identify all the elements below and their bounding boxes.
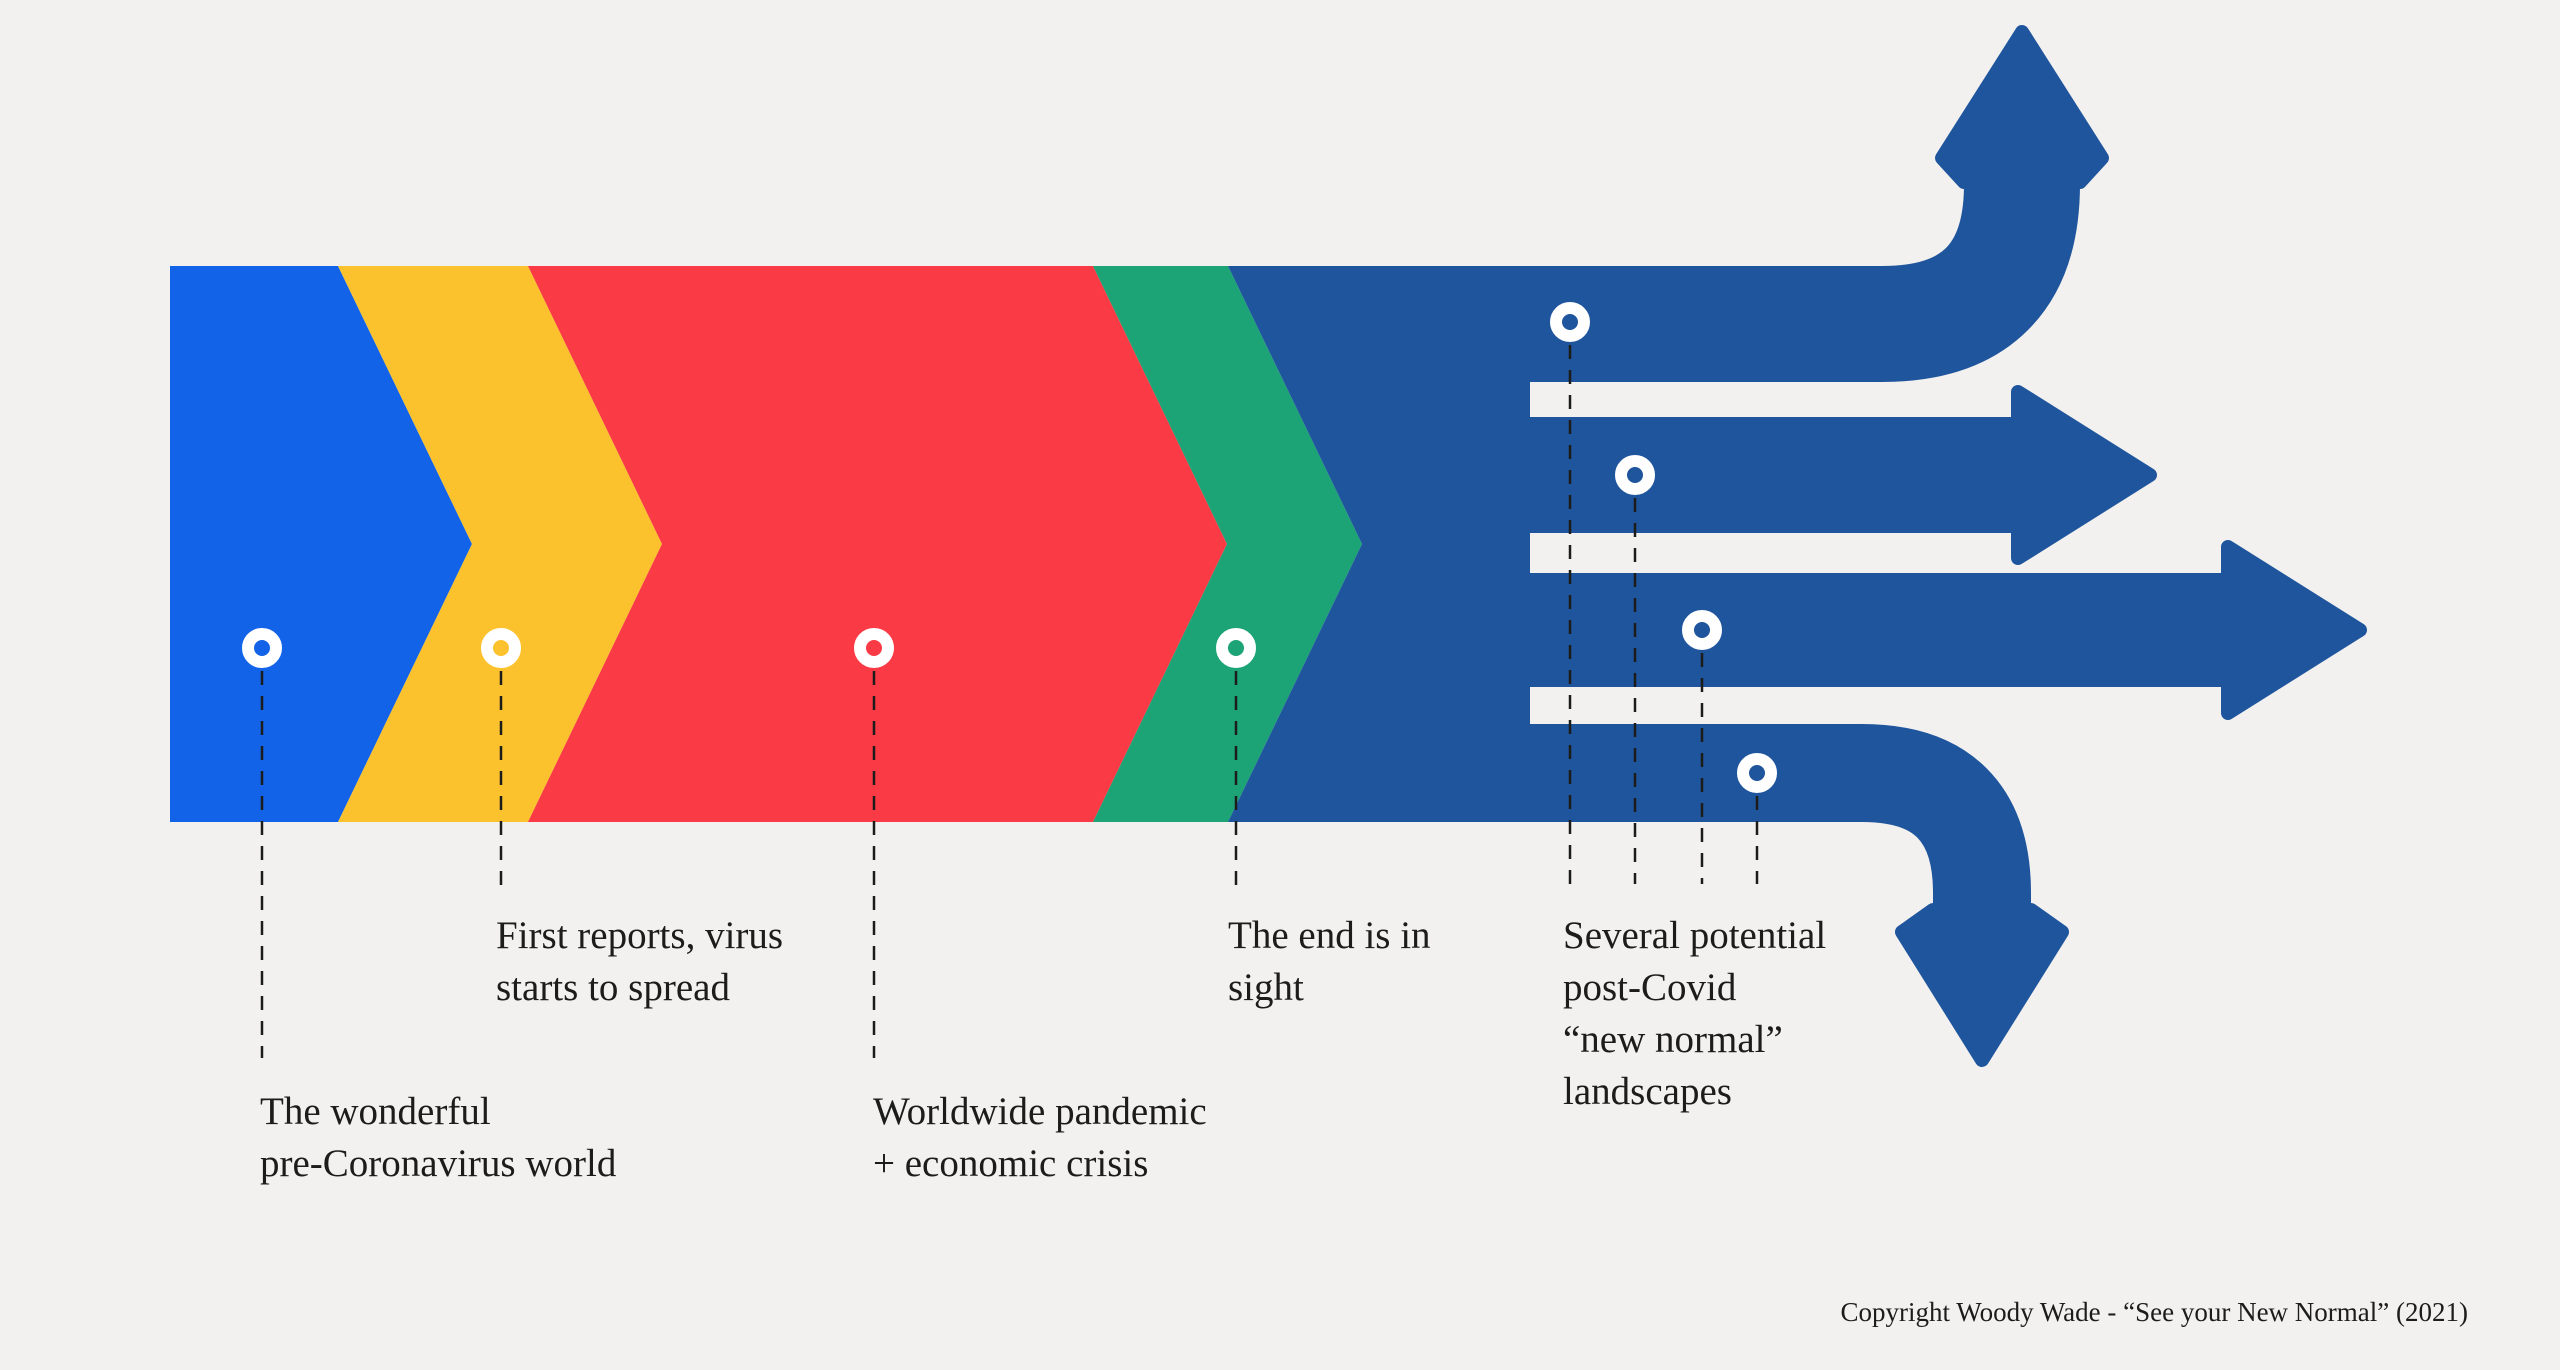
branch-down-shaft: [1440, 724, 2031, 925]
stage-label-line: pre-Coronavirus world: [260, 1142, 617, 1185]
copyright-text: Copyright Woody Wade - “See your New Nor…: [1840, 1297, 2468, 1327]
stage-label-end-in-sight: The end is in sight: [1228, 910, 1431, 1014]
stage-label-line: sight: [1228, 966, 1304, 1009]
branch-right-short-arrowhead: [2011, 385, 2157, 565]
stage-label-line: post-Covid: [1563, 966, 1737, 1009]
stage-label-line: starts to spread: [496, 966, 730, 1009]
stage-label-line: First reports, virus: [496, 914, 784, 957]
milestone-markers: [242, 302, 1777, 793]
chevron-stage-first-reports: [338, 266, 662, 822]
stage-label-line: Worldwide pandemic: [873, 1090, 1207, 1133]
stage-label-line: “new normal”: [1563, 1018, 1783, 1061]
branch-up-arrowhead: [1935, 25, 2109, 189]
milestone-marker: [481, 628, 521, 668]
milestone-marker: [1550, 302, 1590, 342]
stage-label-line: landscapes: [1563, 1070, 1732, 1113]
leader-lines: [260, 345, 1759, 1058]
stage-label-line: The end is in: [1228, 914, 1431, 957]
branch-down-arrowhead: [1895, 903, 2069, 1067]
chevron-stage-end-in-sight: [1093, 266, 1362, 822]
stage-label-pre-coronavirus: The wonderful pre-Coronavirus world: [260, 1086, 616, 1190]
post-covid-branching-arrow: [1228, 25, 2367, 1067]
chevron-stage-pre-coronavirus: [170, 266, 472, 822]
stage-label-line: + economic crisis: [873, 1142, 1149, 1185]
stage-label-line: Several potential: [1563, 914, 1827, 957]
branch-up-shaft: [1440, 172, 2080, 382]
stage-label-line: The wonderful: [260, 1090, 491, 1133]
chevron-stage-worldwide-pandemic: [528, 266, 1227, 822]
stage-label-post-covid-landscapes: Several potential post-Covid “new normal…: [1563, 910, 1826, 1118]
milestone-marker: [1216, 628, 1256, 668]
milestone-marker: [1682, 610, 1722, 650]
stage-label-first-reports: First reports, virus starts to spread: [496, 910, 783, 1014]
milestone-marker: [242, 628, 282, 668]
milestone-marker: [1737, 753, 1777, 793]
timeline-chevrons: [170, 266, 1362, 822]
stage-label-worldwide-pandemic: Worldwide pandemic + economic crisis: [873, 1086, 1207, 1190]
milestone-marker: [1615, 455, 1655, 495]
branch-right-long-arrowhead: [2221, 540, 2367, 720]
milestone-marker: [854, 628, 894, 668]
